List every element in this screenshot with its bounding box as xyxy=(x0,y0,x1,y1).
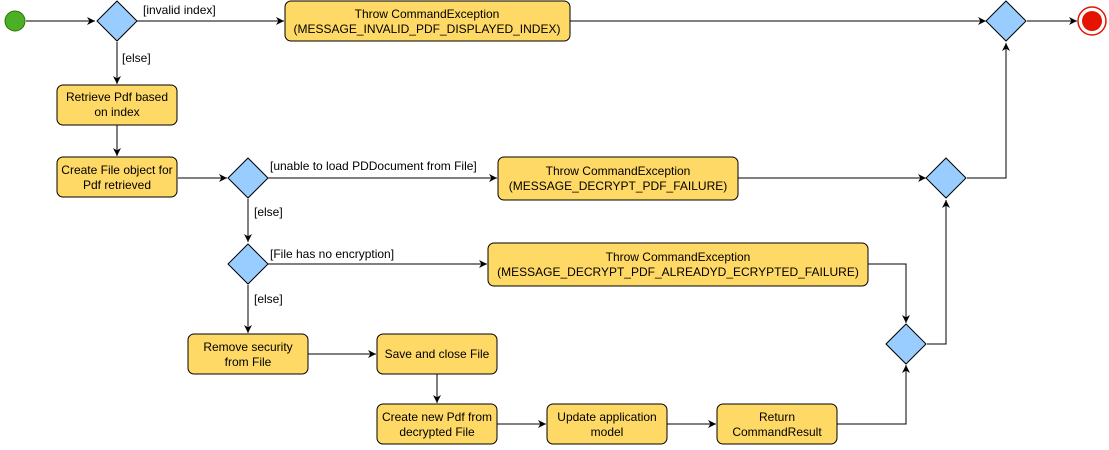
action-text-line: on index xyxy=(94,105,139,119)
action-text-line: (MESSAGE_INVALID_PDF_DISPLAYED_INDEX) xyxy=(294,22,561,36)
guard-else-3: [else] xyxy=(254,292,283,306)
decision-load-pddocument xyxy=(227,157,269,199)
edges xyxy=(26,17,1077,428)
action-create-new-pdf: Create new Pdf from decrypted File xyxy=(376,403,498,445)
edge-throw-already-to-merge3 xyxy=(868,263,910,323)
action-text-line: Return xyxy=(759,410,795,424)
action-retrieve-pdf: Retrieve Pdf based on index xyxy=(56,84,178,126)
action-text-line: Create new Pdf from xyxy=(382,410,492,424)
action-text-line: decrypted File xyxy=(399,425,475,439)
guard-invalid-index: [invalid index] xyxy=(143,3,216,17)
edge-merge3-to-merge2 xyxy=(927,200,950,345)
action-save-close-file: Save and close File xyxy=(376,333,498,375)
action-throw-invalid-index: Throw CommandException (MESSAGE_INVALID_… xyxy=(284,0,571,42)
merge-node-final xyxy=(985,0,1027,42)
guard-else-2: [else] xyxy=(254,205,283,219)
end-node xyxy=(1077,6,1107,36)
action-text-line: from File xyxy=(225,355,272,369)
edge-return-to-merge3 xyxy=(837,365,910,425)
action-text-line: Update application xyxy=(557,410,656,424)
guard-unable-to-load: [unable to load PDDocument from File] xyxy=(270,159,477,173)
action-text-line: Throw CommandException xyxy=(355,7,500,21)
action-text-line: (MESSAGE_DECRYPT_PDF_ALREADYD_ECRYPTED_F… xyxy=(497,265,859,279)
action-text-line: Retrieve Pdf based xyxy=(66,90,168,104)
edge-merge2-to-merge1 xyxy=(967,43,1010,179)
action-text-line: CommandResult xyxy=(732,425,822,439)
guard-else-1: [else] xyxy=(122,51,151,65)
action-return-result: Return CommandResult xyxy=(716,403,838,445)
action-text-line: model xyxy=(591,425,624,439)
action-text-line: Save and close File xyxy=(385,347,490,361)
action-throw-already-decrypted: Throw CommandException (MESSAGE_DECRYPT_… xyxy=(487,242,869,287)
merge-node-middle xyxy=(925,157,967,199)
action-update-model: Update application model xyxy=(546,403,668,445)
action-text-line: Remove security xyxy=(203,340,292,354)
start-node xyxy=(4,10,26,32)
action-text-line: Throw CommandException xyxy=(546,164,691,178)
action-text-line: Pdf retrieved xyxy=(83,178,151,192)
decision-has-encryption xyxy=(227,243,269,285)
action-remove-security: Remove security from File xyxy=(187,333,309,375)
merge-node-bottom xyxy=(885,323,927,365)
action-text-line: Throw CommandException xyxy=(606,250,751,264)
action-create-file-object: Create File object for Pdf retrieved xyxy=(56,156,178,198)
action-text-line: Create File object for xyxy=(61,163,172,177)
action-throw-decrypt-failure: Throw CommandException (MESSAGE_DECRYPT_… xyxy=(497,156,739,201)
decision-valid-index xyxy=(96,0,138,42)
action-text-line: (MESSAGE_DECRYPT_PDF_FAILURE) xyxy=(509,179,728,193)
guard-no-encryption: [File has no encryption] xyxy=(270,247,394,261)
